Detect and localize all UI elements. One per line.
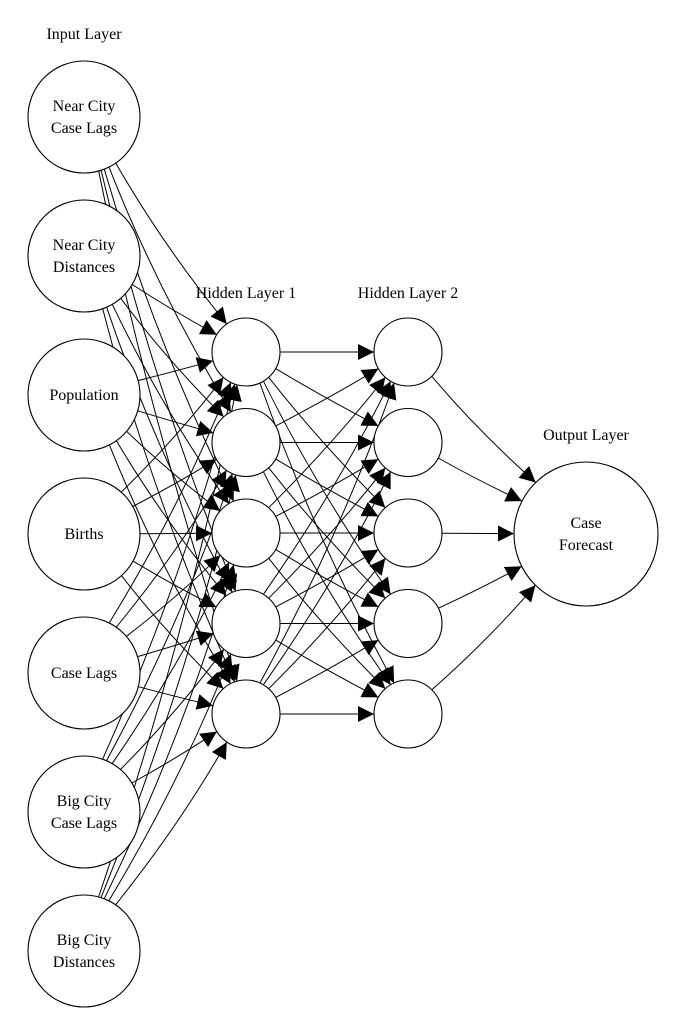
hidden2-node-1-circle [373, 317, 443, 387]
edge-input-5-to-h1-4 [137, 630, 214, 658]
connection-edges [98, 162, 537, 906]
edge-input-6-to-h1-5 [131, 731, 218, 784]
edge-h1-5-to-h2-3 [268, 557, 386, 690]
hidden1-node-4-circle [211, 588, 281, 659]
edge-input-6-to-h1-3 [111, 562, 230, 764]
hidden2-node-3 [373, 498, 443, 568]
edge-input-2-to-h1-2 [120, 298, 225, 418]
input-node-3: Population [27, 338, 141, 452]
hidden1-node-3-circle [211, 498, 281, 568]
input-node-6-circle [27, 755, 141, 869]
input-node-1-label: Case Lags [51, 120, 117, 137]
edge-h1-4-to-h2-5 [275, 639, 379, 698]
input-node-3-circle [27, 338, 141, 452]
output-node-label: Forecast [559, 537, 614, 554]
hidden-layer-1-label: Hidden Layer 1 [196, 285, 296, 302]
hidden1-node-5 [211, 679, 281, 749]
output-node-circle [513, 461, 659, 607]
edge-input-7-to-h1-5 [115, 741, 228, 906]
edge-input-4-to-h1-2 [132, 458, 217, 507]
input-node-4: Births [27, 477, 141, 591]
edge-h1-3-to-h2-1 [268, 376, 386, 509]
input-node-1-label: Near City [53, 98, 116, 115]
input-node-4-label: Births [64, 526, 103, 543]
edge-h2-2-to-output [437, 457, 523, 502]
input-node-1-circle [27, 60, 141, 174]
hidden1-node-3 [211, 498, 281, 568]
edge-input-3-to-h1-4 [115, 440, 227, 597]
input-node-2-label: Near City [53, 237, 116, 254]
edge-input-4-to-h1-5 [121, 575, 224, 690]
hidden1-node-1-circle [211, 317, 281, 387]
hidden2-node-3-circle [373, 498, 443, 568]
input-node-6-label: Big City [57, 793, 112, 810]
input-node-5-label: Case Lags [51, 665, 117, 682]
edge-h1-2-to-h2-3 [275, 458, 379, 517]
input-node-6-label: Case Lags [51, 815, 117, 832]
edge-h1-5-to-h2-1 [259, 382, 397, 684]
input-node-4-circle [27, 477, 141, 591]
output-layer-label: Output Layer [543, 427, 629, 444]
edge-h1-2-to-h2-1 [275, 368, 379, 427]
input-node-3-label: Population [49, 387, 118, 404]
edge-input-3-to-h1-3 [126, 430, 221, 512]
hidden-layer-2-label: Hidden Layer 2 [358, 285, 458, 302]
input-node-5: Case Lags [27, 616, 141, 730]
edge-h2-1-to-output [431, 375, 537, 483]
edge-input-3-to-h1-2 [137, 410, 214, 437]
edge-h1-3-to-h2-4 [275, 549, 379, 608]
edge-h1-4-to-h2-3 [275, 549, 379, 608]
edge-input-6-to-h1-4 [120, 649, 225, 770]
edge-h1-2-to-h2-5 [262, 471, 392, 686]
input-node-7-circle [27, 894, 141, 1008]
edge-input-3-to-h1-1 [137, 357, 214, 382]
edge-h1-5-to-h2-2 [262, 471, 392, 686]
hidden2-node-4 [373, 588, 443, 659]
edge-input-5-to-h1-3 [126, 554, 221, 637]
edge-h1-1-to-h2-4 [262, 380, 392, 595]
edge-h2-5-to-output [431, 584, 536, 691]
edge-input-6-to-h1-2 [106, 473, 235, 761]
output-node-label: Case [570, 515, 601, 532]
hidden1-node-4 [211, 588, 281, 659]
edge-input-7-to-h1-4 [108, 653, 233, 902]
hidden1-node-2-circle [211, 407, 281, 478]
input-node-2-label: Distances [53, 259, 115, 276]
input-node-2-circle [27, 199, 141, 313]
edge-input-5-to-h1-1 [108, 382, 233, 624]
edge-input-5-to-h1-5 [138, 686, 214, 710]
hidden2-node-4-circle [373, 588, 443, 659]
edge-h1-4-to-h2-2 [268, 467, 386, 599]
input-node-5-circle [27, 616, 141, 730]
input-node-7-label: Big City [57, 932, 112, 949]
edge-h1-5-to-h2-4 [275, 639, 379, 698]
edge-input-2-to-h1-1 [131, 284, 218, 336]
hidden1-node-5-circle [211, 679, 281, 749]
edge-h1-4-to-h2-1 [262, 380, 392, 595]
hidden1-node-1 [211, 317, 281, 387]
hidden2-node-1 [373, 317, 443, 387]
hidden2-node-2-circle [373, 407, 443, 478]
input-node-7-label: Distances [53, 954, 115, 971]
hidden1-node-2 [211, 407, 281, 478]
hidden2-node-5 [373, 679, 443, 749]
edge-h1-3-to-h2-2 [275, 458, 379, 517]
edge-h1-1-to-h2-2 [275, 368, 379, 427]
edge-input-4-to-h1-3 [139, 525, 213, 542]
input-layer-label: Input Layer [46, 26, 122, 43]
edge-h2-4-to-output [438, 565, 522, 609]
hidden2-node-5-circle [373, 679, 443, 749]
edge-input-4-to-h1-1 [120, 377, 224, 493]
edge-input-1-to-h1-1 [115, 162, 228, 325]
hidden2-node-2 [373, 407, 443, 478]
